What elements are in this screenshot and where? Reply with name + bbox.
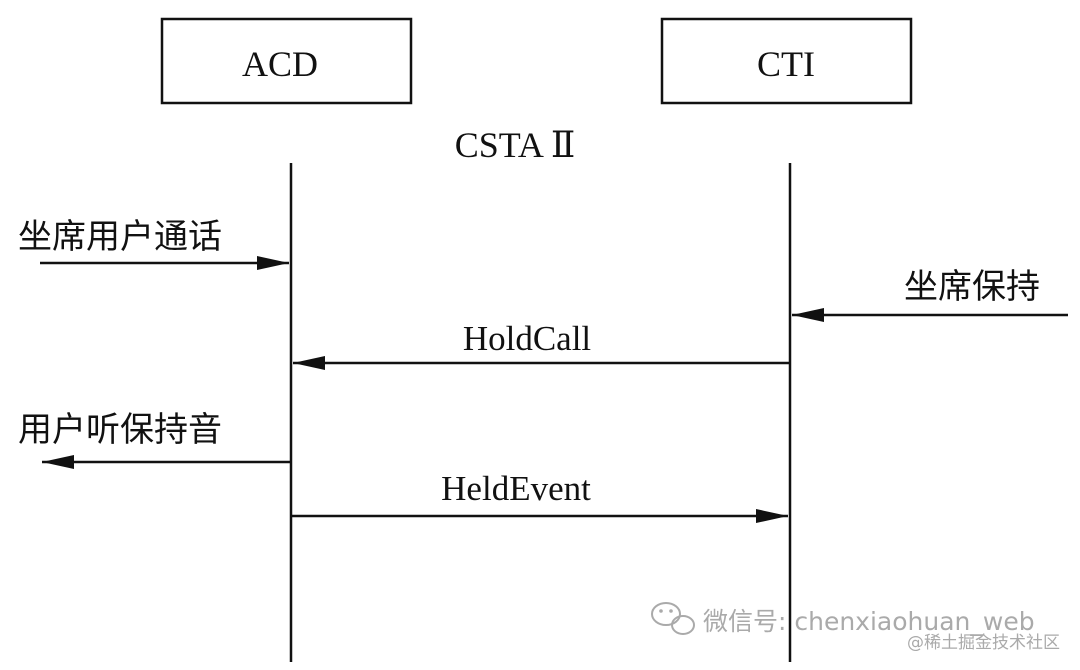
message-user-hears-hold-tone-label: 用户听保持音 xyxy=(18,410,222,450)
participant-acd-box xyxy=(160,17,413,105)
message-hold-call-label: HoldCall xyxy=(463,319,592,358)
message-hold-call: HoldCall xyxy=(293,319,789,370)
participant-acd: ACD xyxy=(160,17,413,105)
wechat-icon xyxy=(651,602,695,635)
message-agent-user-call-label: 坐席用户通话 xyxy=(18,217,222,257)
participant-acd-label: ACD xyxy=(242,44,318,84)
message-held-event-label: HeldEvent xyxy=(441,469,591,508)
protocol-label: CSTA Ⅱ xyxy=(455,125,576,165)
message-held-event: HeldEvent xyxy=(292,469,788,523)
participant-cti-box xyxy=(660,17,913,105)
message-user-hears-hold-tone: 用户听保持音 xyxy=(18,410,290,469)
participant-cti-label: CTI xyxy=(757,44,815,84)
watermark-juejin: @稀土掘金技术社区 xyxy=(907,633,1060,653)
watermark-wechat-id: 微信号: chenxiaohuan_web xyxy=(703,607,1035,636)
message-agent-hold-label: 坐席保持 xyxy=(904,267,1040,307)
participant-cti: CTI xyxy=(660,17,913,105)
message-agent-user-call: 坐席用户通话 xyxy=(18,217,289,270)
message-agent-hold: 坐席保持 xyxy=(792,267,1068,322)
watermark: 微信号: chenxiaohuan_web @稀土掘金技术社区 xyxy=(651,602,1060,653)
